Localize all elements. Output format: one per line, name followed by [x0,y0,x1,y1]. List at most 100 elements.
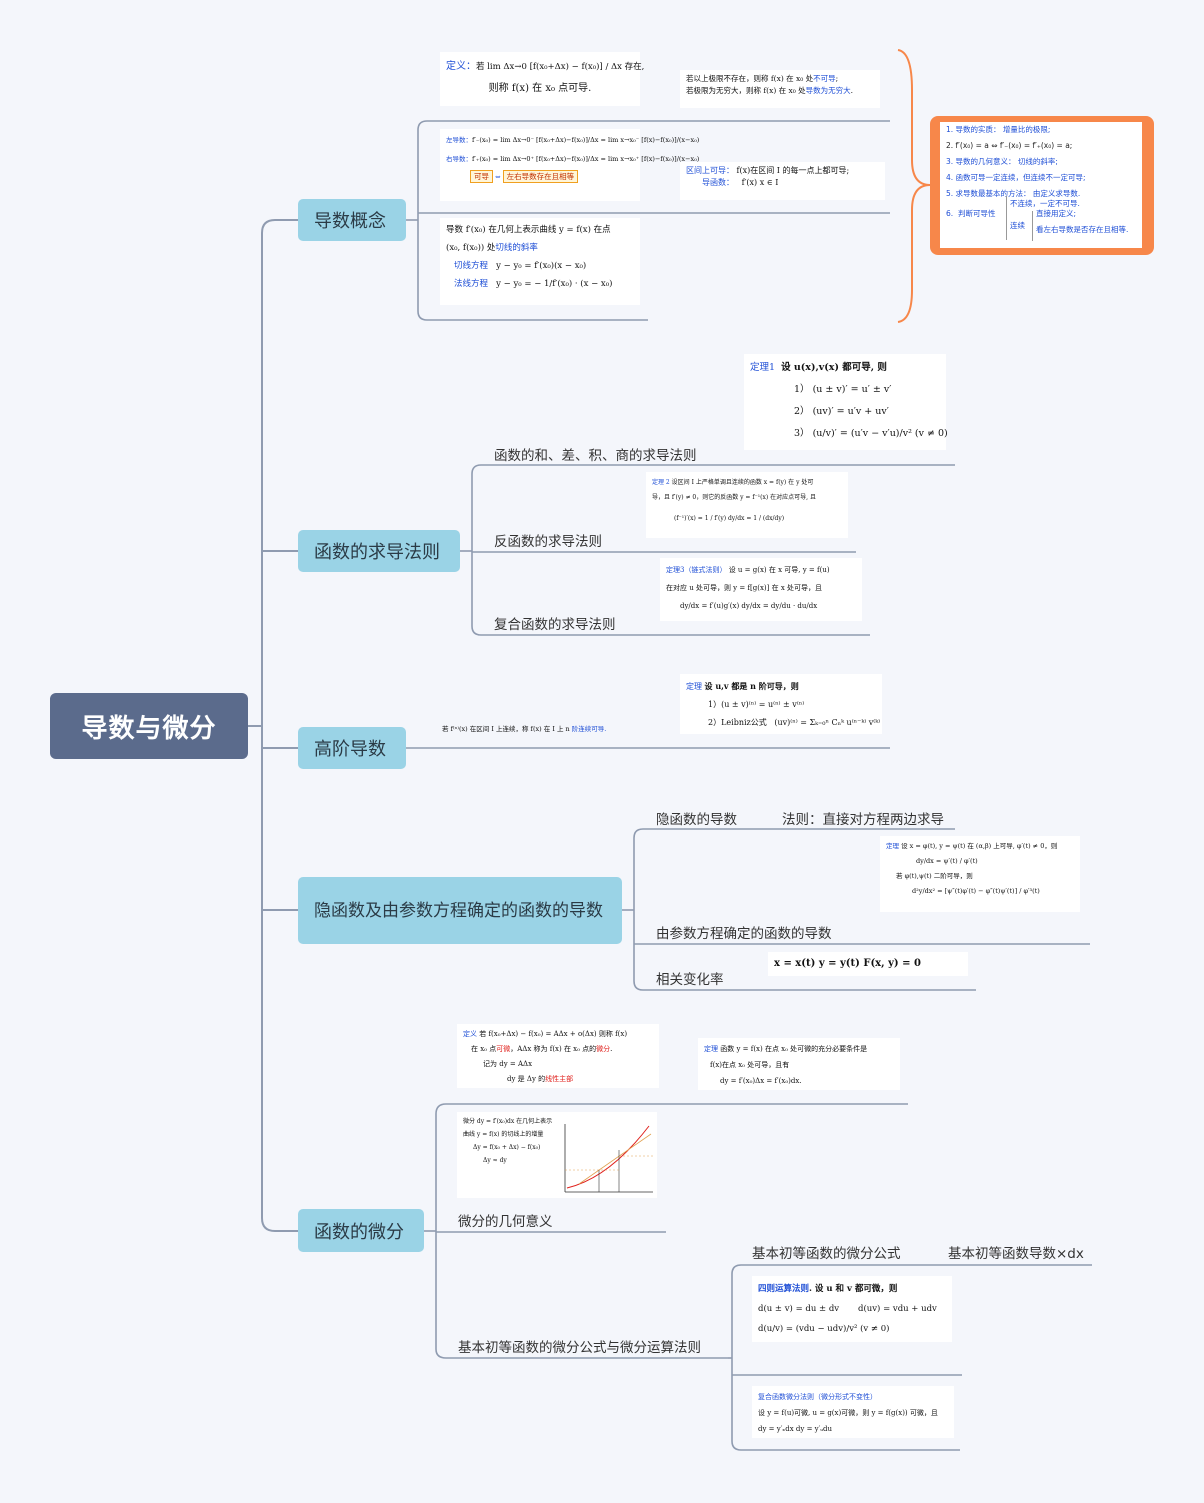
left-derivative-formula: f′₋(x₀) = lim Δx→0⁻ [f(x₀+Δx)−f(x₀)]/Δx … [472,136,700,144]
summary-num-2: 2. [946,141,954,150]
leibniz-formula: (uv)⁽ⁿ⁾ = Σₖ₌₀ⁿ Cₙᵏ u⁽ⁿ⁻ᵏ⁾ v⁽ᵏ⁾ [774,718,881,727]
parametric-theorem-title: 定理 [886,842,899,850]
summary-num-4: 4. [946,173,954,182]
parametric-first-derivative: dy/dx = ψ′(t) / φ′(t) [916,857,978,865]
summary-item-2: f′(x₀) = a ⇔ f′₋(x₀) = f′₊(x₀) = a; [955,141,1073,150]
geometric-point: (x₀, f(x₀)) 处 [446,243,496,253]
geometry-line-1: 微分 dy = f′(x₀)dx 在几何上表示 [463,1118,553,1125]
label-implicit-derivative[interactable]: 隐函数的导数 [656,812,737,828]
right-derivative-label: 右导数： [446,155,472,163]
parametric-theorem-line-3: 若 φ(t),ψ(t) 二阶可导，则 [896,872,973,880]
parametric-second-derivative: d²y/dx² = [ψ″(t)φ′(t) − φ″(t)ψ′(t)] / φ′… [912,887,1040,895]
differential-formula: dy = f′(x₀)Δx = f′(x₀)dx. [720,1077,802,1085]
label-parametric-derivative[interactable]: 由参数方程确定的函数的导数 [656,926,832,942]
summary-num-6: 6. [946,209,954,218]
composite-rule-card: 复合函数微分法则（微分形式不变性） 设 y = f(u)可微, u = g(x)… [752,1386,954,1438]
normal-line-label: 法线方程 [454,279,489,289]
label-differential-geometry[interactable]: 微分的几何意义 [458,1214,553,1230]
definition-card: 定义：若 lim Δx→0 [f(x₀+Δx) − f(x₀)] / Δx 存在… [440,52,644,106]
note-line-2: 若极限为无穷大，则称 f(x) 在 x₀ 处 [686,85,806,95]
summary-item-3: 导数的几何意义： 切线的斜率; [955,157,1058,166]
related-rates-formula: x = x(t) y = y(t) F(x, y) = 0 [768,952,968,976]
summary-discontinuous: 不连续，一定不可导. [1010,199,1080,208]
differentiable-theorem-line-2: f(x)在点 x₀ 处可导，且有 [710,1061,790,1069]
theorem2-inverse-formula: (f⁻¹)′(x) = 1 / f′(y) dy/dx = 1 / (dx/dy… [674,515,785,522]
differential-sum-rule: d(u ± v) = du ± dv [758,1304,840,1314]
topic-implicit-parametric[interactable]: 隐函数及由参数方程确定的函数的导数 [298,877,622,944]
right-derivative-formula: f′₊(x₀) = lim Δx→0⁺ [f(x₀+Δx)−f(x₀)]/Δx … [472,155,700,163]
topic-derivative-rules[interactable]: 函数的求导法则 [298,530,460,572]
interval-text: f(x)在区间 I 的每一点上都可导; [736,166,850,175]
label-differential-rules[interactable]: 基本初等函数的微分公式与微分运算法则 [458,1340,701,1356]
linear-principal-part-text: 线性主部 [545,1075,574,1083]
label-basic-differential-formulas[interactable]: 基本初等函数的微分公式 [752,1246,901,1262]
summary-continuous: 连续 [1010,221,1025,230]
theorem1-title: 定理1 [750,362,776,373]
tangent-slope-text: 切线的斜率 [495,243,538,253]
parametric-theorem-card: 定理 设 x = φ(t), y = ψ(t) 在 (α,β) 上可导, φ′(… [880,836,1080,912]
differential-def-part-c: ，AΔx 称为 f(x) 在 x₀ 点的 [510,1045,597,1053]
differential-definition-title: 定义 [463,1030,477,1038]
composite-rule-title: 复合函数微分法则（微分形式不变性） [758,1393,877,1401]
differentiable-red-text: 可微 [496,1045,511,1053]
differentiable-theorem-card: 定理 函数 y = f(x) 在点 x₀ 处可微的充分必要条件是 f(x)在点 … [698,1038,900,1090]
left-derivative-label: 左导数： [446,136,472,144]
theorem2-title: 定理 2 [652,479,670,486]
interval-derivative-card: 区间上可导： f(x)在区间 I 的每一点上都可导; 导函数： f′(x) x … [680,162,885,200]
derivative-summary-box: 1. 导数的实质： 增量比的极限; 2. f′(x₀) = a ⇔ f′₋(x₀… [930,116,1154,255]
differentiable-theorem-title: 定理 [704,1045,718,1053]
summary-num-1: 1. [946,125,954,134]
differential-def-part-a: 在 x₀ 点 [471,1045,497,1053]
parametric-theorem-line-1: 设 x = φ(t), y = ψ(t) 在 (α,β) 上可导, φ′(t) … [901,842,1058,850]
root-topic[interactable]: 导数与微分 [50,693,248,759]
definition-formula: 若 lim Δx→0 [f(x₀+Δx) − f(x₀)] / Δx 存在, [476,62,645,72]
differentiable-theorem-line-1: 函数 y = f(x) 在点 x₀ 处可微的充分必要条件是 [720,1045,868,1053]
differential-notation: 记为 dy = AΔx [483,1060,533,1068]
derived-function-label: 导函数： [702,178,734,188]
arithmetic-rules-intro: . 设 u 和 v 都可微，则 [809,1284,898,1294]
theorem3-chain-formula: dy/dx = f′(u)g′(x) dy/dx = dy/du · du/dx [680,602,818,610]
differential-product-rule: d(uv) = vdu + udv [858,1304,937,1314]
tangent-line-equation: y − y₀ = f′(x₀)(x − x₀) [496,261,587,271]
leibniz-theorem-card: 定理 设 u,v 都是 n 阶可导，则 1）(u ± v)⁽ⁿ⁾ = u⁽ⁿ⁾ … [680,674,882,734]
label-implicit-method[interactable]: 法则：直接对方程两边求导 [782,812,944,828]
summary-content: 1. 导数的实质： 增量比的极限; 2. f′(x₀) = a ⇔ f′₋(x₀… [940,122,1142,248]
differential-graph [564,1124,653,1193]
interval-label: 区间上可导： [686,166,734,175]
tangent-line-label: 切线方程 [454,261,489,271]
geometry-increment: Δy = f(x₀ + Δx) − f(x₀) [473,1144,541,1151]
note-line-1: 若以上极限不存在，则称 f(x) 在 x₀ 处 [686,74,814,83]
label-inverse-function-rule[interactable]: 反函数的求导法则 [494,534,602,550]
label-related-rates[interactable]: 相关变化率 [656,972,724,988]
summary-item-4: 函数可导一定连续，但连续不一定可导; [955,173,1086,182]
geometric-meaning-card: 导数 f′(x₀) 在几何上表示曲线 y = f(x) 在点 (x₀, f(x₀… [440,218,640,305]
higher-sum-rule: 1）(u ± v)⁽ⁿ⁾ = u⁽ⁿ⁾ ± v⁽ⁿ⁾ [708,700,805,709]
differential-geometry-card: 微分 dy = f′(x₀)dx 在几何上表示 曲线 y = f(x) 的切线上… [457,1112,657,1198]
topic-differential[interactable]: 函数的微分 [298,1209,424,1252]
higher-order-note: 若 f⁽ⁿ⁾(x) 在区间 I 上连续，称 f(x) 在 I 上 n 阶连续可导… [436,718,642,736]
derived-function-text: f′(x) x ∈ I [741,178,779,188]
geometry-line-2: 曲线 y = f(x) 的切线上的增量 [463,1131,544,1138]
leibniz-theorem-intro: 设 u,v 都是 n 阶可导，则 [704,681,799,691]
geometric-line-1: 导数 f′(x₀) 在几何上表示曲线 y = f(x) 在点 [446,225,611,235]
definition-label: 定义： [446,61,476,72]
composite-rule-line-1: 设 y = f(u)可微, u = g(x)可微，则 y = f(g(x)) 可… [758,1409,938,1417]
label-derivative-times-dx[interactable]: 基本初等函数导数×dx [948,1246,1084,1262]
arithmetic-rules-title: 四则运算法则 [758,1284,810,1294]
theorem3-line-1: 设 u = g(x) 在 x 可导, y = f(u) [728,566,830,574]
theorem2-line-1: 设区间 I 上严格单调且连续的函数 x = f(y) 在 y 处可 [671,479,814,486]
leibniz-label: 2）Leibniz公式 [708,718,767,727]
composite-rule-formula: dy = y′ₓdx dy = y′ᵤdu [758,1425,832,1433]
summary-use-definition: 直接用定义; [1036,209,1077,218]
theorem2-card: 定理 2 设区间 I 上严格单调且连续的函数 x = f(y) 在 y 处可 导… [646,472,848,538]
topic-derivative-concept[interactable]: 导数概念 [298,199,406,241]
topic-higher-derivative[interactable]: 高阶导数 [298,727,406,769]
theorem1-intro: 设 u(x),v(x) 都可导, 则 [781,362,887,373]
infinite-derivative-text: 导数为无穷大 [805,85,851,95]
summary-item-1: 导数的实质： 增量比的极限; [955,125,1051,134]
theorem1-sum-rule: 1） (u ± v)′ = u′ ± v′ [794,384,892,395]
label-chain-rule[interactable]: 复合函数的求导法则 [494,617,616,633]
differential-definition-card: 定义 若 f(x₀+Δx) − f(x₀) = AΔx + o(Δx) 则称 f… [457,1024,659,1088]
label-sum-product-rules[interactable]: 函数的和、差、积、商的求导法则 [494,448,697,464]
differential-definition-line-1: 若 f(x₀+Δx) − f(x₀) = AΔx + o(Δx) 则称 f(x) [479,1030,628,1038]
